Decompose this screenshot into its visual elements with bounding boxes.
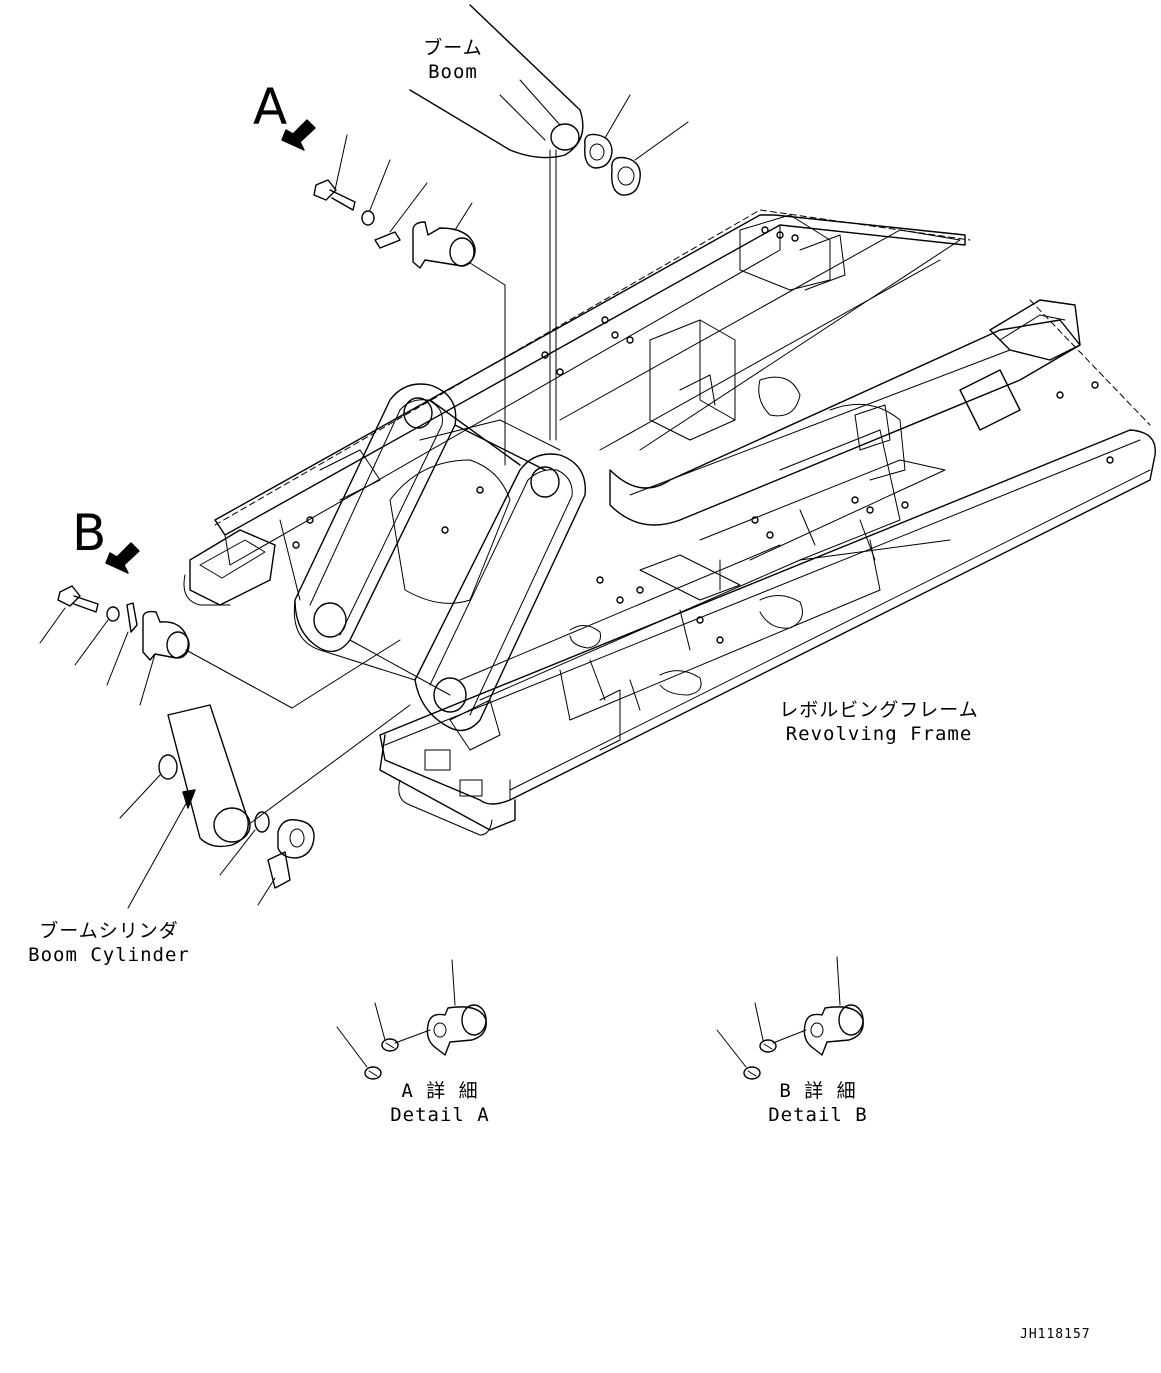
boom-cylinder	[127, 704, 411, 909]
detail-a-label-jp: A 詳 細	[401, 1080, 479, 1102]
arrow-a-icon	[281, 119, 316, 151]
arrow-b-icon	[105, 542, 140, 574]
frame-label-en: Revolving Frame	[785, 723, 973, 745]
boom-end	[409, 4, 584, 441]
cylinder-label-en: Boom Cylinder	[28, 944, 190, 966]
boom-shim-2	[611, 121, 689, 196]
washer-b	[74, 606, 120, 666]
detail-b-label-jp: B 詳 細	[779, 1080, 857, 1102]
detail-b-drawing	[716, 956, 864, 1080]
boom-label-en: Boom	[428, 61, 478, 83]
bolt-b	[39, 585, 99, 644]
revolving-frame	[183, 209, 1156, 836]
view-a-marker: A	[253, 78, 288, 136]
pin-b	[139, 610, 401, 709]
detail-a-drawing	[336, 959, 487, 1080]
detail-b-label-en: Detail B	[768, 1104, 868, 1126]
view-b-marker: B	[72, 504, 107, 562]
frame-label-jp: レボルビングフレーム	[779, 699, 979, 721]
washer-a	[361, 159, 391, 226]
pin-a	[412, 202, 506, 466]
lock-plate-b	[106, 602, 138, 686]
drawing-code: JH118157	[1020, 1327, 1091, 1342]
bolt-a	[313, 134, 356, 211]
cylinder-label-jp: ブームシリンダ	[39, 920, 179, 942]
cylinder-o-ring	[119, 754, 178, 819]
boom-shim-1	[584, 94, 631, 169]
cylinder-bushing	[219, 811, 270, 876]
frame-holes	[292, 226, 1114, 644]
detail-a-label-en: Detail A	[390, 1104, 490, 1126]
cylinder-shim	[257, 819, 315, 906]
boom-label-jp: ブーム	[423, 37, 483, 59]
boom-foot-bracket	[293, 383, 586, 732]
lock-plate-a	[374, 182, 428, 249]
